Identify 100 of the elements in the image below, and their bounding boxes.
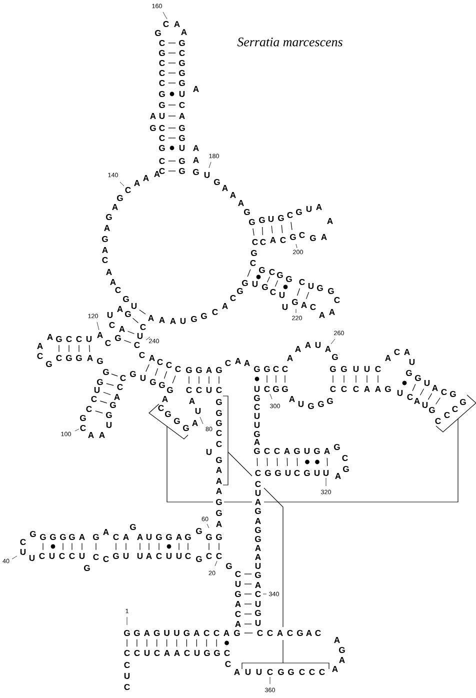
nucleotide-letter: U <box>131 303 137 309</box>
nucleotide-letter: U <box>252 281 258 287</box>
nucleotide-letter: G <box>150 378 156 386</box>
nucleotide-letter: G <box>50 534 56 540</box>
nucleotide-letter: C <box>330 386 336 392</box>
nucleotide-letter: G <box>296 208 302 216</box>
nucleotide-letter: G <box>341 366 347 372</box>
nucleotide-letter: G <box>167 386 173 394</box>
nucleotide-letter: G <box>460 398 466 406</box>
nucleotide-letter: C <box>113 534 119 540</box>
nucleotide-letter: U <box>409 359 415 365</box>
nucleotide-letter: A <box>216 521 222 527</box>
nucleotide-letter: A <box>117 306 123 312</box>
nucleotide-letter: C <box>353 386 359 392</box>
nucleotide-letter: G <box>150 124 156 132</box>
nucleotide-letter: A <box>193 86 199 92</box>
nucleotide-letter: U <box>86 336 92 342</box>
nucleotide-letter: C <box>134 342 140 348</box>
nucleotide-letter: U <box>424 380 430 386</box>
nucleotide-letter: G <box>179 40 185 46</box>
nucleotide-letter: A <box>235 358 241 364</box>
nucleotide-letter: A <box>88 432 94 438</box>
nucleotide-letter: U <box>49 553 55 559</box>
nucleotide-letter: A <box>179 113 185 119</box>
nucleotide-letter: C <box>441 388 447 396</box>
nucleotide-letter: A <box>162 396 168 402</box>
nucleotide-letter: C <box>166 362 172 368</box>
nucleotide-letter: C <box>59 552 65 560</box>
nucleotide-letter: A <box>255 582 261 588</box>
nucleotide-letter: U <box>29 555 35 561</box>
nucleotide-letter: U <box>166 553 172 559</box>
nucleotide-letter: G <box>40 534 46 540</box>
nucleotide-letter: G <box>201 312 207 320</box>
nucleotide-letter: G <box>254 448 260 454</box>
nucleotide-letter: G <box>216 456 222 464</box>
nucleotide-letter: U <box>255 601 261 607</box>
nucleotide-letter: G <box>254 394 260 402</box>
nucleotide-letter: U <box>195 408 201 414</box>
nucleotide-letter: G <box>154 630 160 636</box>
nucleotide-letter: G <box>237 288 243 294</box>
nucleotide-letter: G <box>84 564 90 572</box>
nucleotide-letter: G <box>235 590 241 598</box>
nucleotide-letter: U <box>164 630 170 636</box>
nucleotide-letter: G <box>330 366 336 372</box>
nucleotide-letter: G <box>244 208 250 216</box>
nucleotide-letter: G <box>106 214 112 220</box>
nucleotide-letter: C <box>115 286 121 294</box>
nucleotide-letter: U <box>174 630 180 636</box>
nucleotide-letter: A <box>375 386 381 392</box>
nucleotide-letter: G <box>193 168 199 176</box>
nucleotide-letter: C <box>252 238 258 246</box>
nucleotide-letter: G <box>255 572 261 578</box>
nucleotide-letter: C <box>20 538 26 546</box>
nucleotide-letter: G <box>343 466 349 472</box>
nucleotide-letter: U <box>314 470 320 476</box>
nucleotide-letter: C <box>216 552 222 560</box>
nucleotide-letter: C <box>267 630 273 636</box>
nucleotide-letter: C <box>270 288 276 296</box>
nucleotide-letter: C <box>250 260 256 266</box>
nucleotide-letter: G <box>196 366 202 374</box>
nucleotide-letter: C <box>124 650 130 656</box>
nucleotide-letter: C <box>134 650 140 656</box>
nucleotide-letter: A <box>149 355 155 361</box>
nucleotide-letter: A <box>170 318 176 324</box>
nucleotide-letter: U <box>137 553 143 559</box>
nucleotide-letter: G <box>110 402 116 408</box>
nucleotide-letter: G <box>297 630 303 636</box>
nucleotide-letter: G <box>216 410 222 416</box>
nucleotide-letter: A <box>287 355 293 361</box>
nucleotide-letter: G <box>186 366 192 374</box>
nucleotide-letter: U <box>107 312 113 318</box>
nucleotide-letter: G <box>226 562 232 570</box>
nucleotide-letter: U <box>279 292 285 298</box>
nucleotide-letter: C <box>341 386 347 392</box>
nucleotide-letter: G <box>255 536 261 542</box>
nucleotide-letter: U <box>304 448 310 454</box>
nucleotide-letter: A <box>110 279 116 285</box>
nucleotide-letter: U <box>397 390 403 396</box>
nucleotide-letter: A <box>306 630 312 636</box>
nucleotide-letter: G <box>102 236 108 242</box>
nucleotide-letter: G <box>216 420 222 426</box>
nucleotide-letter: G <box>191 316 197 322</box>
nucleotide-letter: G <box>278 668 284 676</box>
nucleotide-letter: A <box>364 386 370 392</box>
nucleotide-letter: A <box>154 171 160 177</box>
nucleotide-letter: A <box>144 630 150 636</box>
nucleotide-letter: C <box>56 354 62 362</box>
nucleotide-letter: C <box>206 552 212 560</box>
nucleotide-letter: G <box>255 610 261 616</box>
nucleotide-letter: C <box>299 232 305 238</box>
nucleotide-letter: C <box>225 360 231 366</box>
nucleotide-letter: G <box>214 650 220 656</box>
nucleotide-letter: G <box>327 398 333 404</box>
nucleotide-letter: G <box>113 552 119 560</box>
nucleotide-letter: C <box>109 322 115 328</box>
nucleotide-letter: C <box>315 630 321 636</box>
nucleotide-letter: C <box>66 336 72 342</box>
nucleotide-letter: A <box>244 360 250 366</box>
nucleotide-letter: A <box>206 367 212 373</box>
nucleotide-letter: C <box>185 552 191 560</box>
